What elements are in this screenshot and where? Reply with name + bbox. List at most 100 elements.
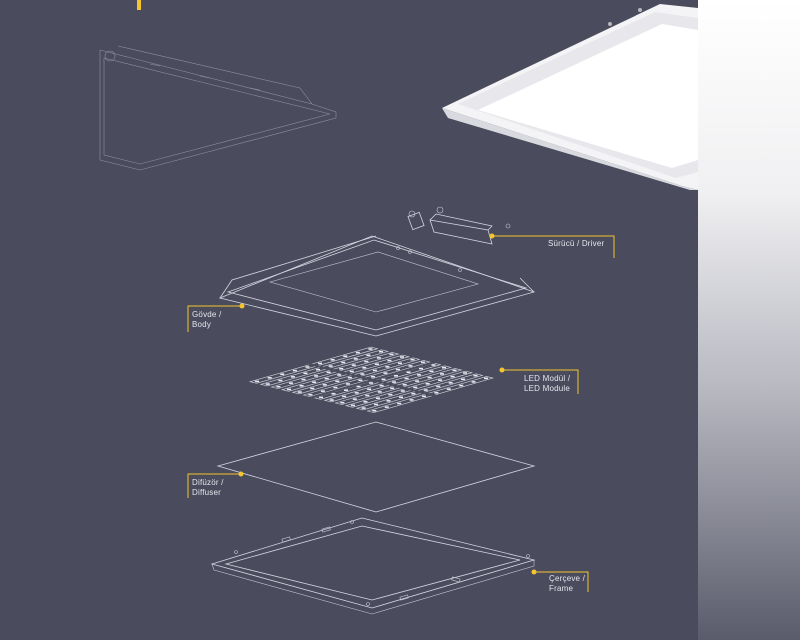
frame-leader xyxy=(534,571,589,592)
led-chip xyxy=(429,370,434,373)
led-chip xyxy=(367,388,372,391)
led-chip xyxy=(392,381,397,383)
led-chip xyxy=(366,354,371,357)
led-chip xyxy=(395,368,400,371)
body-illustration xyxy=(218,235,536,337)
led-chip xyxy=(471,381,476,383)
led-chip xyxy=(402,383,407,386)
led-chip xyxy=(267,377,272,379)
leader-lines xyxy=(187,233,615,592)
led-board-gap xyxy=(309,361,436,399)
led-chip xyxy=(347,376,352,379)
led-chip xyxy=(310,387,315,390)
led-chip xyxy=(413,386,418,389)
led-chip xyxy=(375,397,380,399)
diffuser-label-line1: Difüzör / xyxy=(192,478,224,487)
led-strip xyxy=(323,365,453,403)
led-chip xyxy=(387,359,392,362)
led-chip xyxy=(356,385,361,388)
led-chip xyxy=(354,392,359,394)
led-chip xyxy=(340,401,345,404)
led-chip xyxy=(473,374,478,377)
led-chip xyxy=(408,365,413,367)
led-chip xyxy=(384,406,389,408)
led-chip xyxy=(450,375,455,378)
frame-illustration xyxy=(210,517,536,615)
led-chip xyxy=(351,364,356,366)
body-label: Gövde / Body xyxy=(192,310,221,330)
led-chip xyxy=(312,381,317,383)
led-strip xyxy=(334,368,463,405)
led-chip xyxy=(287,388,292,391)
led-chip xyxy=(448,382,453,384)
led-chip xyxy=(417,374,422,376)
diffuser-label: Difüzör / Diffuser xyxy=(192,478,224,498)
frame-label: Çerçeve / Frame xyxy=(549,574,585,594)
led-chip xyxy=(409,399,414,401)
led-chip xyxy=(461,378,466,381)
led-chip xyxy=(381,378,386,381)
body-label-line2: Body xyxy=(192,320,212,329)
led-chip xyxy=(319,396,324,399)
led-chip xyxy=(374,403,379,406)
led-chip xyxy=(399,356,404,358)
led-chip xyxy=(386,400,391,402)
led-chip xyxy=(438,379,443,381)
led-chip xyxy=(316,368,321,371)
led-chip xyxy=(365,394,370,397)
driver-illustration xyxy=(407,206,511,245)
led-chip xyxy=(459,384,464,387)
led-chip xyxy=(397,402,402,405)
led-chip xyxy=(329,399,334,401)
led-strip xyxy=(280,354,411,392)
led-chip xyxy=(276,385,281,388)
led-strip xyxy=(248,346,379,384)
led-chip xyxy=(446,388,451,390)
led-chip xyxy=(406,371,411,373)
led-chip xyxy=(299,385,304,387)
led-chip xyxy=(377,391,382,393)
assembled-fixture-outline xyxy=(99,45,337,171)
driver-leader xyxy=(492,235,615,258)
led-chip xyxy=(353,358,358,360)
led-chip xyxy=(369,382,374,384)
led-chip xyxy=(368,348,373,350)
led-chip xyxy=(331,393,336,395)
led-chip xyxy=(378,350,383,353)
led-chip xyxy=(390,387,395,390)
led-chip xyxy=(303,372,308,375)
led-chip xyxy=(318,362,323,365)
led-chip xyxy=(421,395,426,398)
led-chip xyxy=(372,409,377,412)
led-chip xyxy=(343,355,348,357)
led-chip xyxy=(394,375,399,377)
led-chip xyxy=(360,373,365,375)
led-chip xyxy=(292,369,297,372)
led-chip xyxy=(297,391,302,393)
led-chip xyxy=(383,372,388,374)
diffuser-label-line2: Diffuser xyxy=(192,488,222,497)
led-chip xyxy=(440,373,445,375)
led-chip xyxy=(280,373,285,375)
led-chip xyxy=(374,363,379,365)
led-strip xyxy=(302,360,432,397)
led-chip xyxy=(351,404,356,407)
driver-label: Sürücü / Driver xyxy=(548,239,604,249)
led-chip xyxy=(324,377,329,380)
led-leader xyxy=(502,369,579,394)
led-chip xyxy=(385,366,390,368)
led-chip xyxy=(410,358,415,361)
led-chip xyxy=(341,361,346,364)
led-strip xyxy=(355,373,484,411)
led-chip xyxy=(335,380,340,383)
right-gradient-panel xyxy=(698,0,800,640)
led-module-label-line1: LED Modül / xyxy=(524,374,571,383)
led-chip xyxy=(290,376,295,378)
led-strip xyxy=(259,349,390,387)
body-leader xyxy=(187,305,242,332)
led-chip xyxy=(370,375,375,378)
led-chip xyxy=(397,362,402,365)
frame-label-line2: Frame xyxy=(549,584,574,593)
led-chip xyxy=(484,377,489,380)
